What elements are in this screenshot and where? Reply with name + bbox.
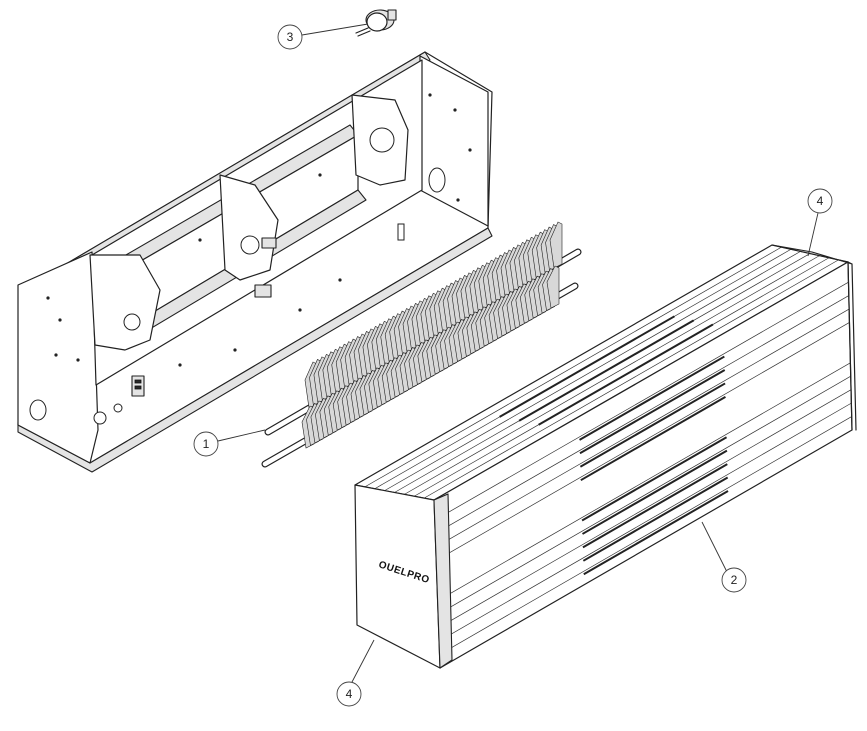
callout-front-cover: 2 xyxy=(701,521,747,593)
callout-label: 4 xyxy=(817,194,824,208)
louver xyxy=(438,389,852,628)
callout-end-cap-top: 4 xyxy=(807,188,833,257)
louver-slot xyxy=(538,323,714,426)
louver-slot xyxy=(579,355,725,441)
housing-back-box xyxy=(17,51,493,473)
louver-slot xyxy=(518,319,695,422)
louver xyxy=(438,402,852,642)
louver xyxy=(434,281,849,521)
callout-label: 2 xyxy=(731,573,738,587)
louver-slot xyxy=(582,463,728,549)
callout-heating-element: 1 xyxy=(193,429,266,457)
callout-label: 4 xyxy=(346,687,353,701)
louver-slot xyxy=(580,396,726,482)
louver xyxy=(435,308,850,548)
callout-label: 1 xyxy=(203,437,210,451)
louver-slot xyxy=(582,476,729,562)
callout-thermostat: 3 xyxy=(277,23,369,50)
louver xyxy=(437,375,851,615)
callout-end-cap-bottom: 4 xyxy=(336,639,375,707)
front-cover: OUELPRO xyxy=(354,244,857,669)
louver-slot xyxy=(582,449,728,535)
louver xyxy=(435,295,849,534)
louver-slot xyxy=(583,490,729,576)
louver xyxy=(384,251,801,491)
louver xyxy=(404,255,820,495)
louver-slot xyxy=(499,315,675,418)
louver-slot xyxy=(579,369,726,455)
heating-element xyxy=(261,221,582,468)
louver-slot xyxy=(581,436,728,522)
fin xyxy=(546,265,560,309)
louver xyxy=(439,416,852,655)
louver xyxy=(364,246,782,488)
thermostat-knob xyxy=(355,9,397,37)
louver xyxy=(423,259,839,499)
louver xyxy=(437,362,851,602)
fin xyxy=(549,221,563,269)
louver xyxy=(435,322,850,561)
callout-label: 3 xyxy=(287,30,294,44)
louver-slot xyxy=(579,382,726,468)
